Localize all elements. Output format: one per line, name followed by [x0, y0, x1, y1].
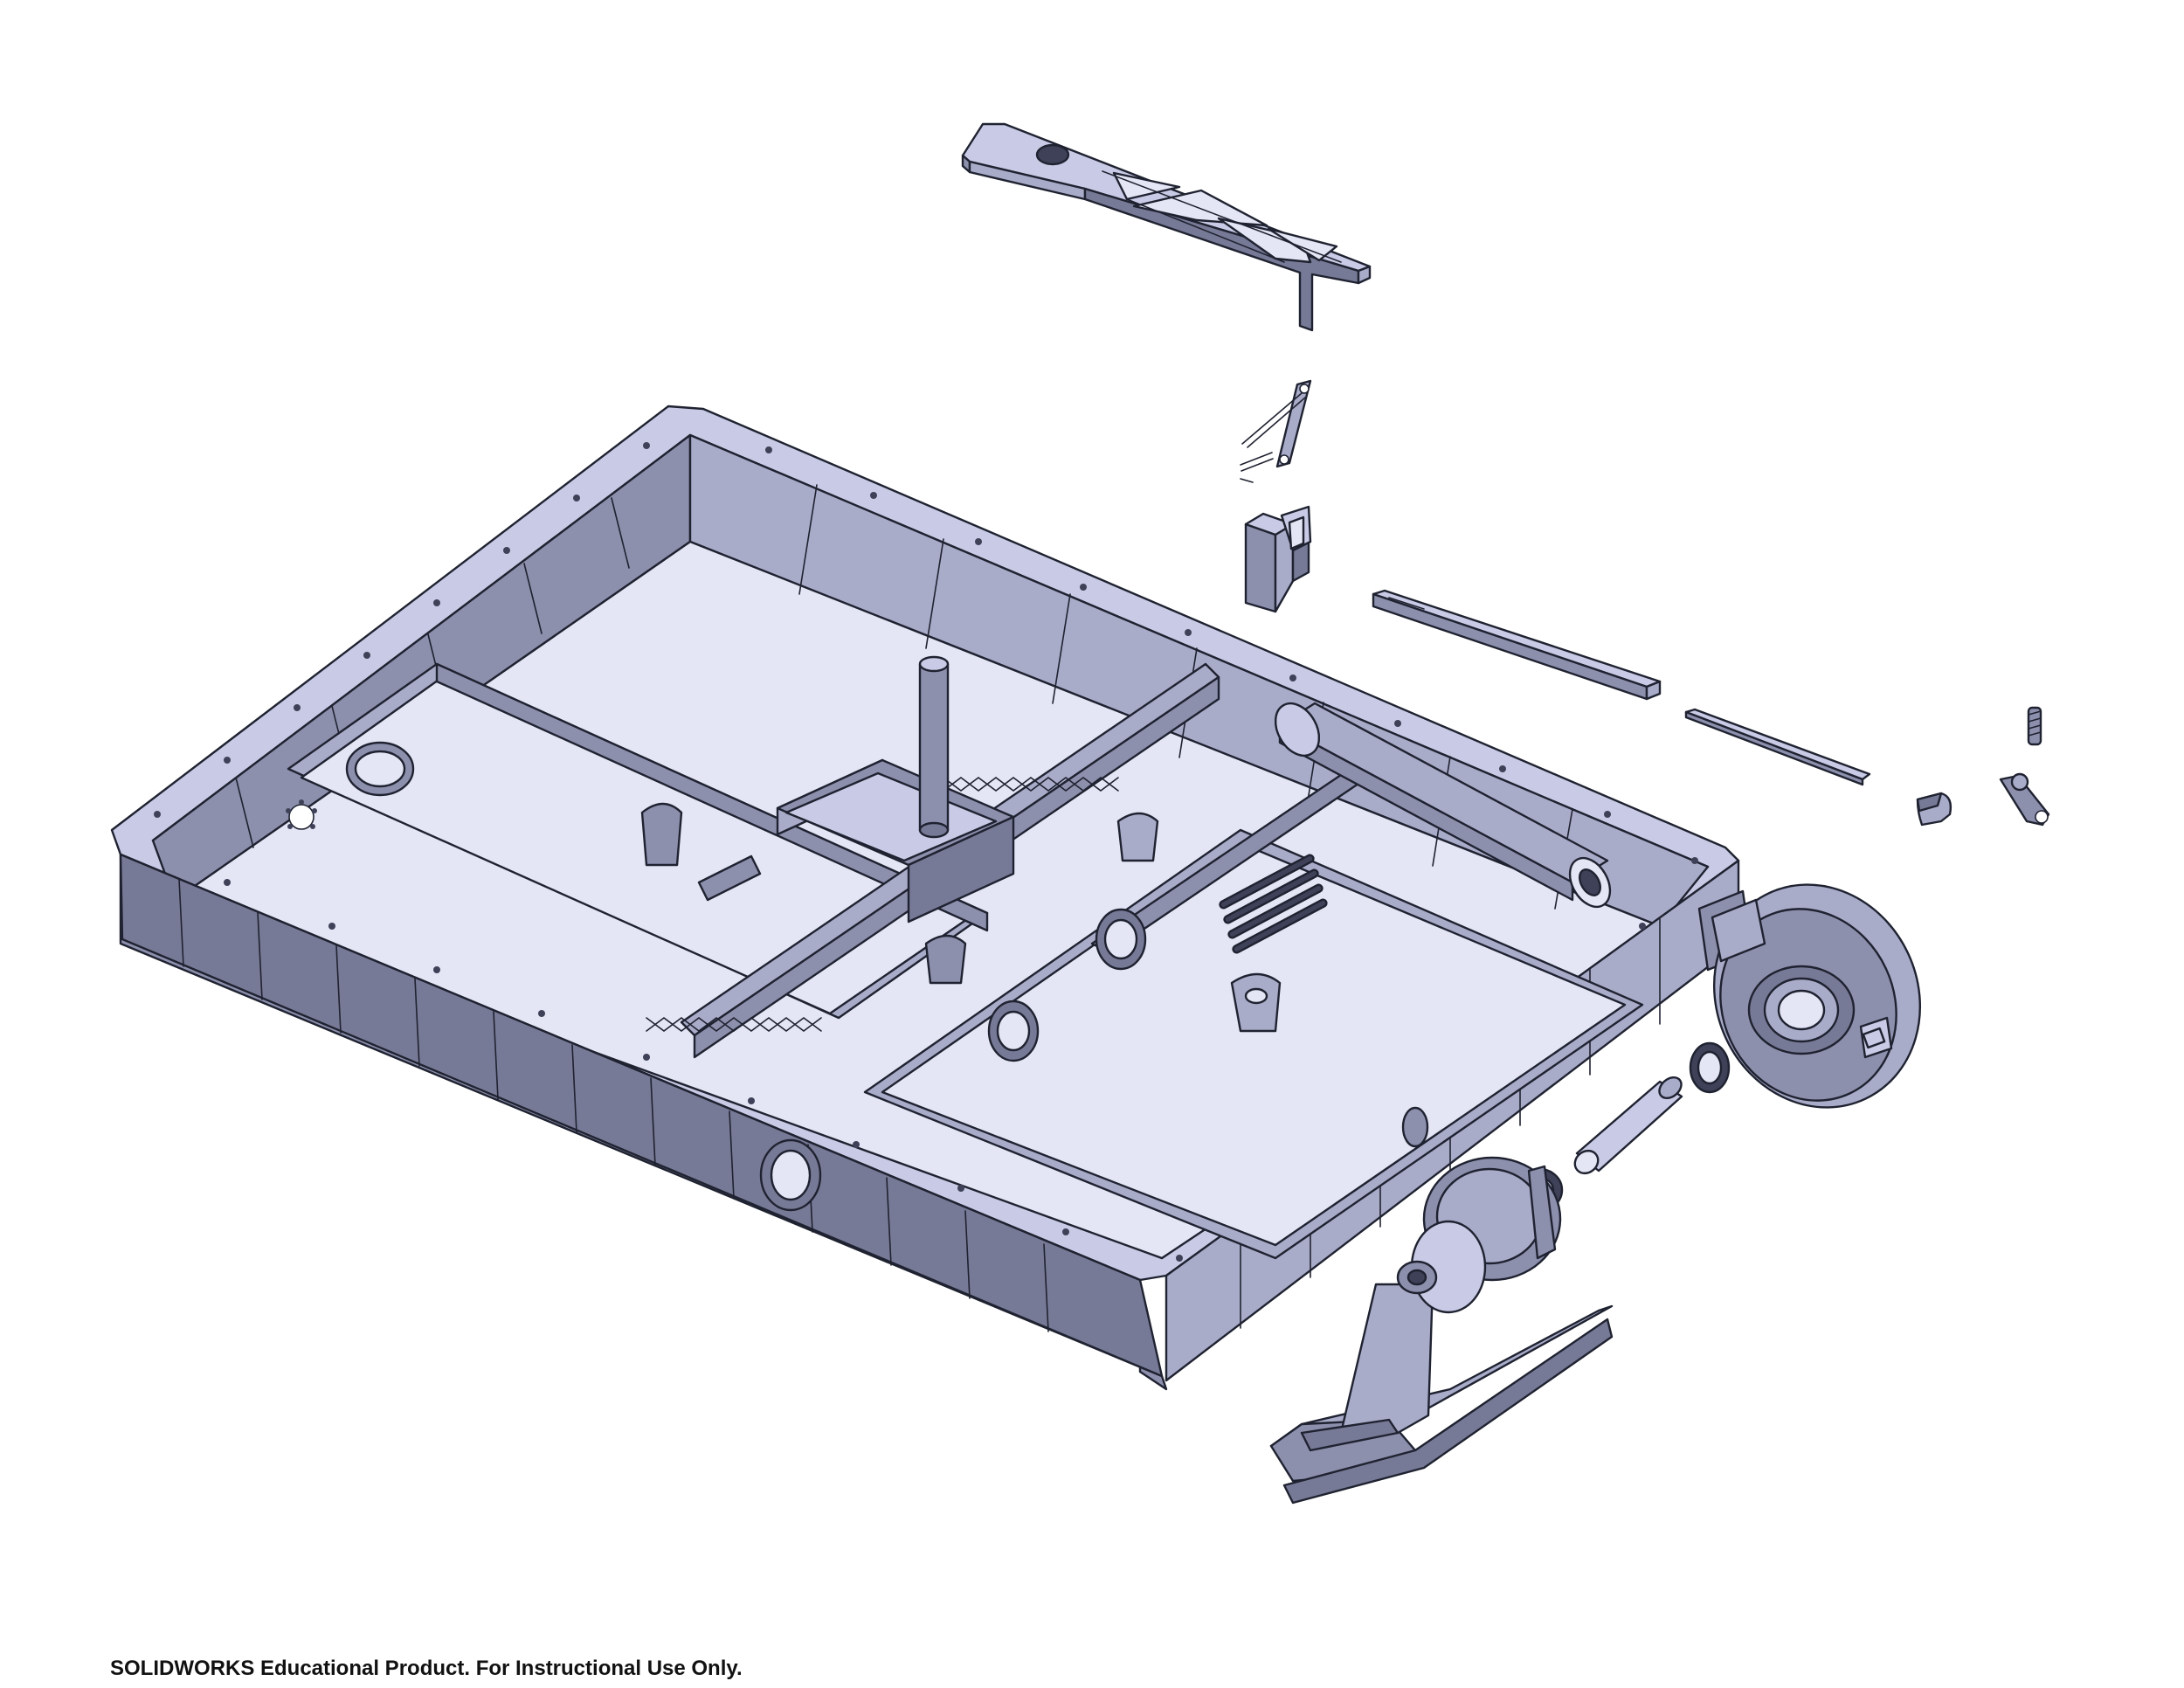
spring [2027, 706, 2042, 746]
internal-partitions [287, 662, 1644, 1260]
tray [110, 405, 1740, 1391]
shaft [1573, 1076, 1683, 1175]
small-link-and-pins [1240, 379, 1312, 483]
seal-ring-upper [1689, 1041, 1731, 1094]
top-link-plate [961, 122, 1372, 332]
latch [1999, 772, 2050, 827]
vent-slots [1219, 854, 1328, 954]
internal-clips [640, 802, 1282, 1033]
wall-port-holes [286, 741, 1429, 1212]
mount-bracket [1269, 1156, 1614, 1505]
lattice-ribs [646, 777, 1119, 1032]
central-post [918, 655, 950, 839]
long-bar [1372, 589, 1662, 701]
horizontal-cylinder [1274, 702, 1612, 909]
wheel-hub [1697, 883, 1922, 1109]
educational-watermark: SOLIDWORKS Educational Product. For Inst… [110, 1657, 743, 1680]
clip [1916, 792, 1952, 827]
flat-strip [1684, 708, 1871, 786]
bracket [1244, 505, 1312, 613]
